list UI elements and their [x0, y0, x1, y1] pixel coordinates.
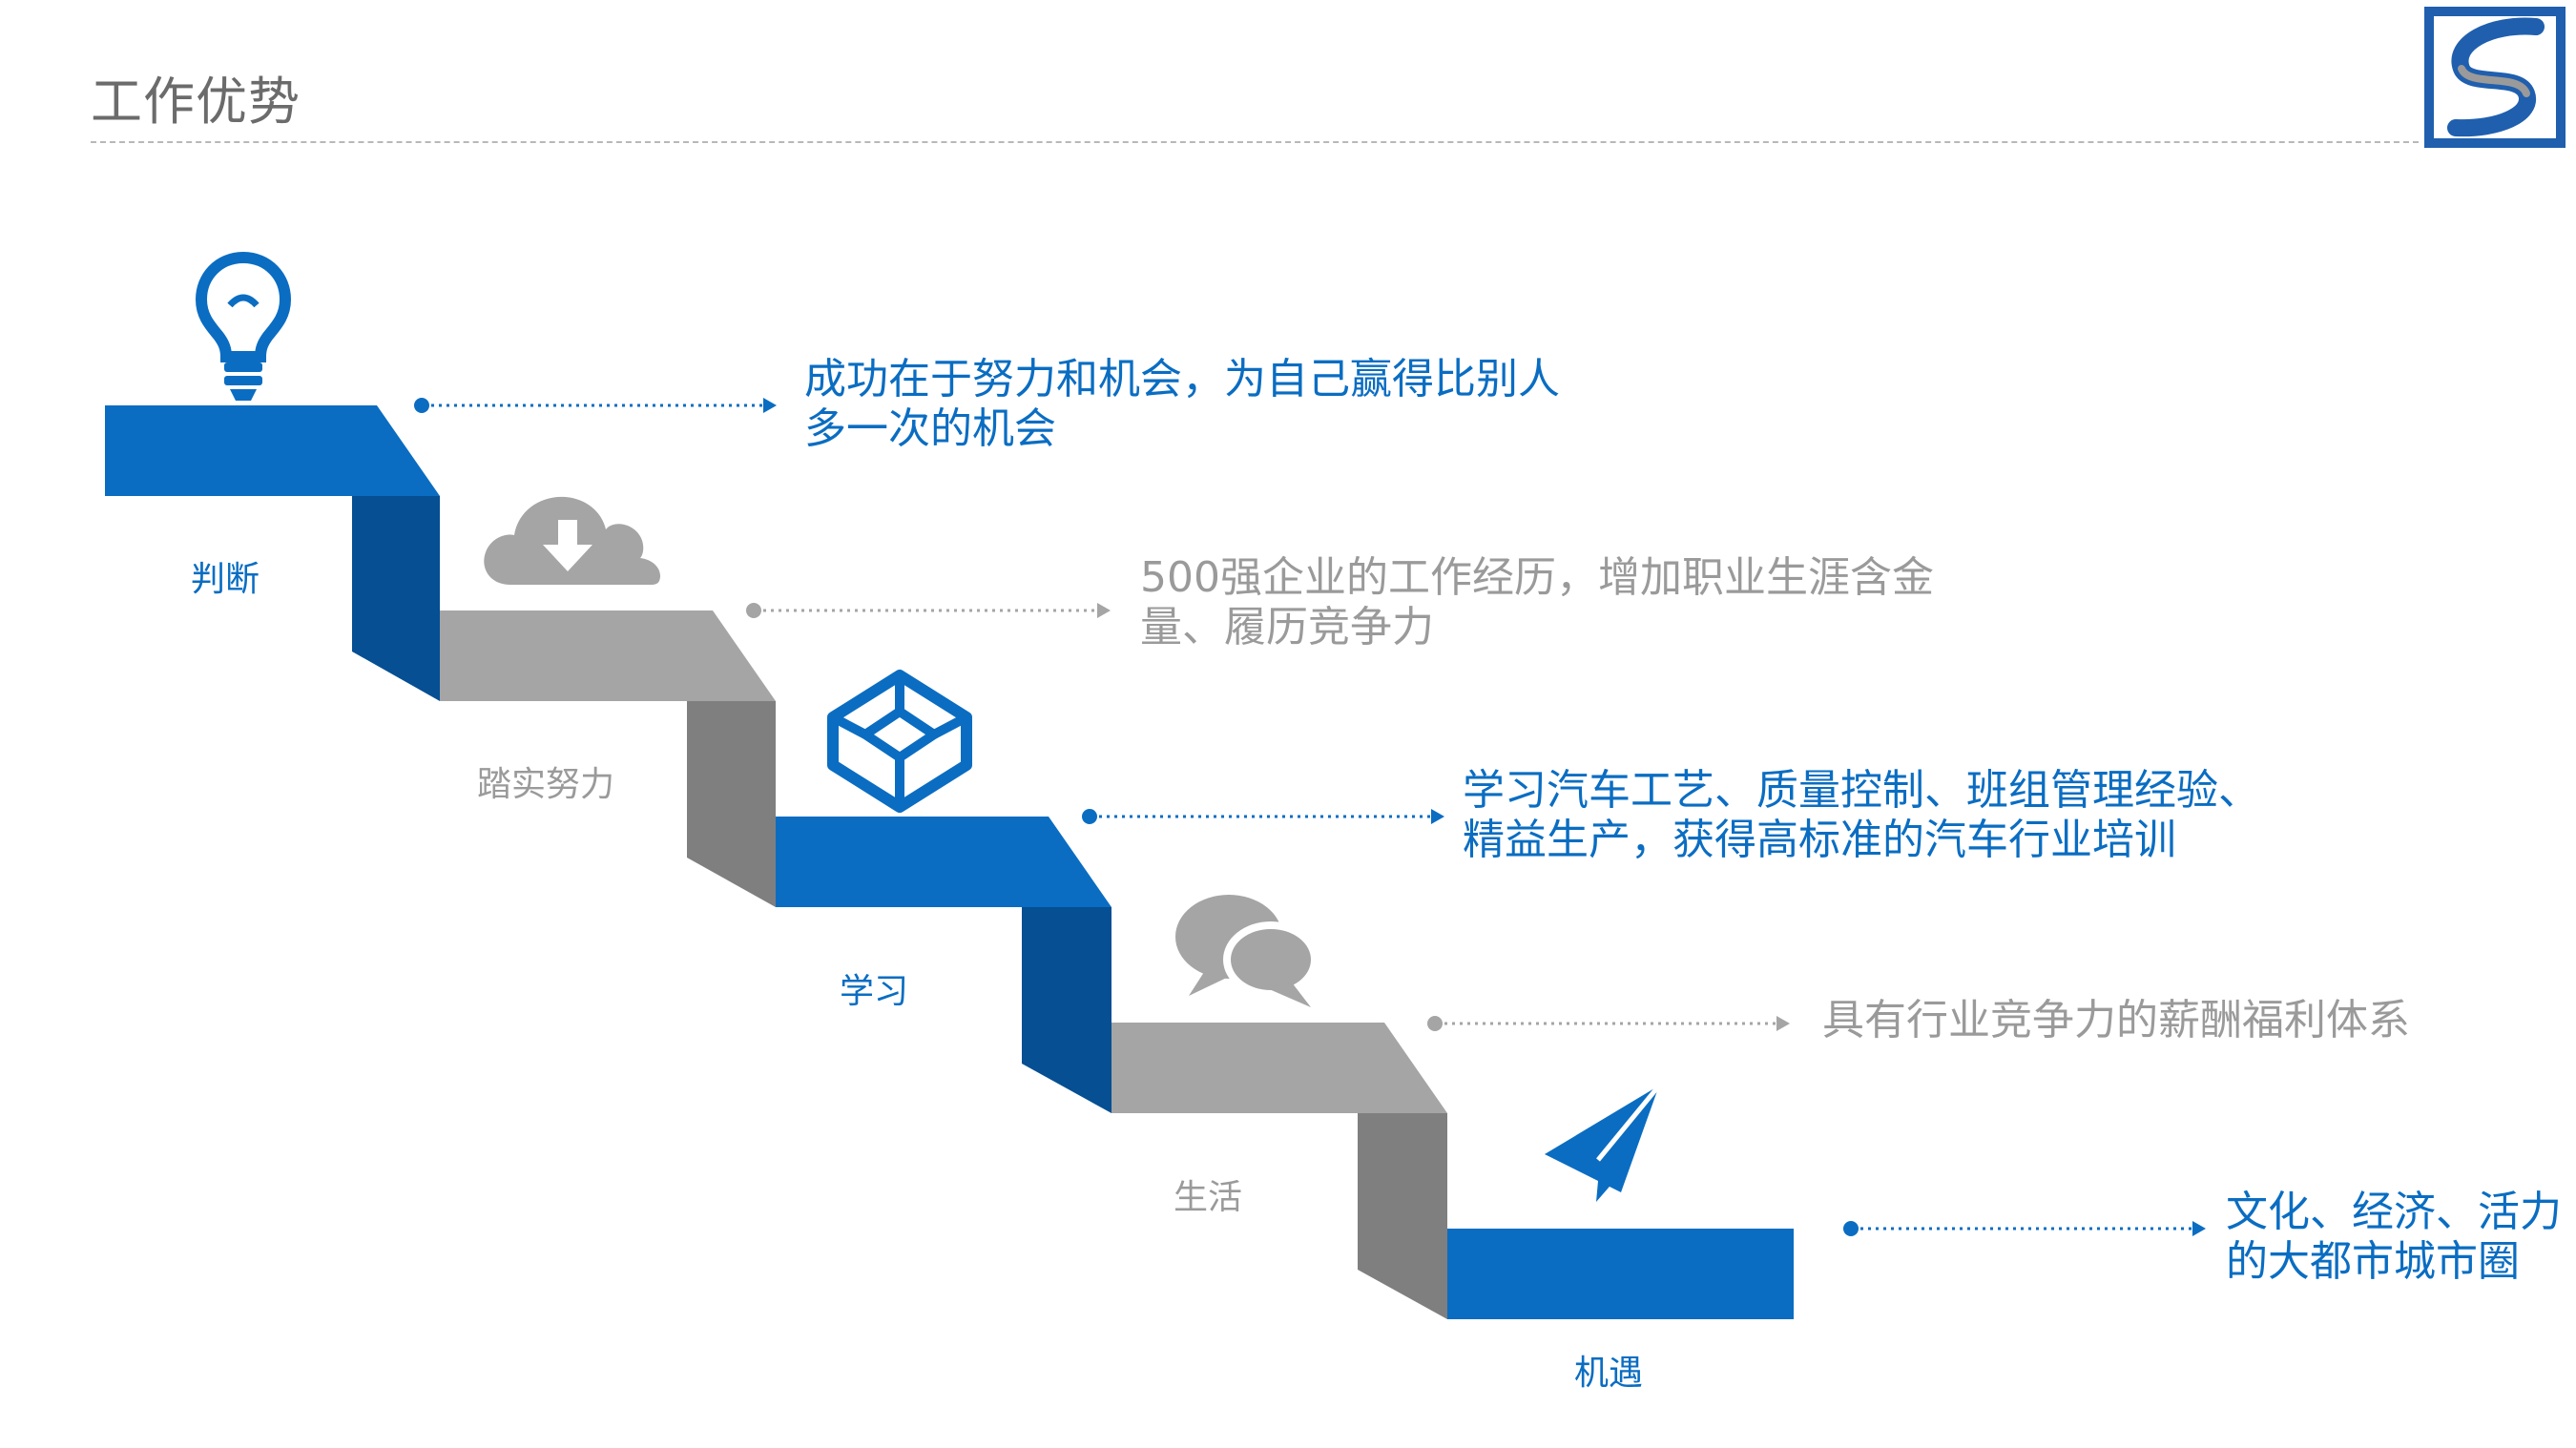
step-desc-2: 500强企业的工作经历，增加职业生涯含金 量、履历竞争力	[1140, 553, 1934, 652]
step-2	[440, 610, 776, 907]
codepen-cube-icon	[827, 670, 972, 813]
step-desc-2-line-2: 量、履历竞争力	[1140, 603, 1434, 652]
step-5	[1447, 1229, 1794, 1319]
step-desc-5: 文化、经济、活力 的大都市城市圈	[2226, 1188, 2562, 1287]
step-desc-1-line-2: 多一次的机会	[804, 404, 1056, 453]
step-desc-1: 成功在于努力和机会，为自己赢得比别人 多一次的机会	[804, 355, 1560, 454]
step-desc-5-line-2: 的大都市城市圈	[2226, 1237, 2520, 1286]
connector-5	[1843, 1221, 2206, 1236]
step-desc-4: 具有行业竞争力的薪酬福利体系	[1822, 996, 2410, 1045]
page-title: 工作优势	[91, 72, 301, 132]
step-3	[776, 817, 1111, 1113]
connector-2	[746, 603, 1111, 618]
step-label-3: 学习	[840, 972, 909, 1011]
step-desc-2-line-1: 500强企业的工作经历，增加职业生涯含金	[1140, 553, 1934, 602]
lightbulb-icon	[195, 251, 292, 401]
step-4	[1111, 1023, 1447, 1319]
step-label-1: 判断	[191, 560, 260, 599]
chat-bubbles-icon	[1175, 895, 1319, 1007]
connector-4	[1427, 1016, 1790, 1031]
step-desc-5-line-1: 文化、经济、活力	[2226, 1188, 2562, 1236]
step-label-5: 机遇	[1574, 1354, 1644, 1393]
step-desc-1-line-1: 成功在于努力和机会，为自己赢得比别人	[804, 355, 1560, 403]
connector-3	[1082, 809, 1444, 824]
cloud-download-icon	[484, 496, 661, 585]
step-1	[105, 405, 440, 701]
step-desc-3: 学习汽车工艺、质量控制、班组管理经验、 精益生产，获得高标准的汽车行业培训	[1463, 766, 2260, 865]
title-divider	[91, 141, 2419, 143]
company-logo	[2424, 7, 2566, 148]
paper-plane-icon	[1545, 1084, 1661, 1202]
step-desc-4-line-1: 具有行业竞争力的薪酬福利体系	[1822, 996, 2410, 1045]
step-desc-3-line-2: 精益生产，获得高标准的汽车行业培训	[1463, 816, 2176, 864]
step-label-2: 踏实努力	[477, 765, 615, 804]
step-label-4: 生活	[1174, 1178, 1243, 1217]
step-desc-3-line-1: 学习汽车工艺、质量控制、班组管理经验、	[1463, 766, 2260, 815]
connector-1	[414, 398, 777, 413]
